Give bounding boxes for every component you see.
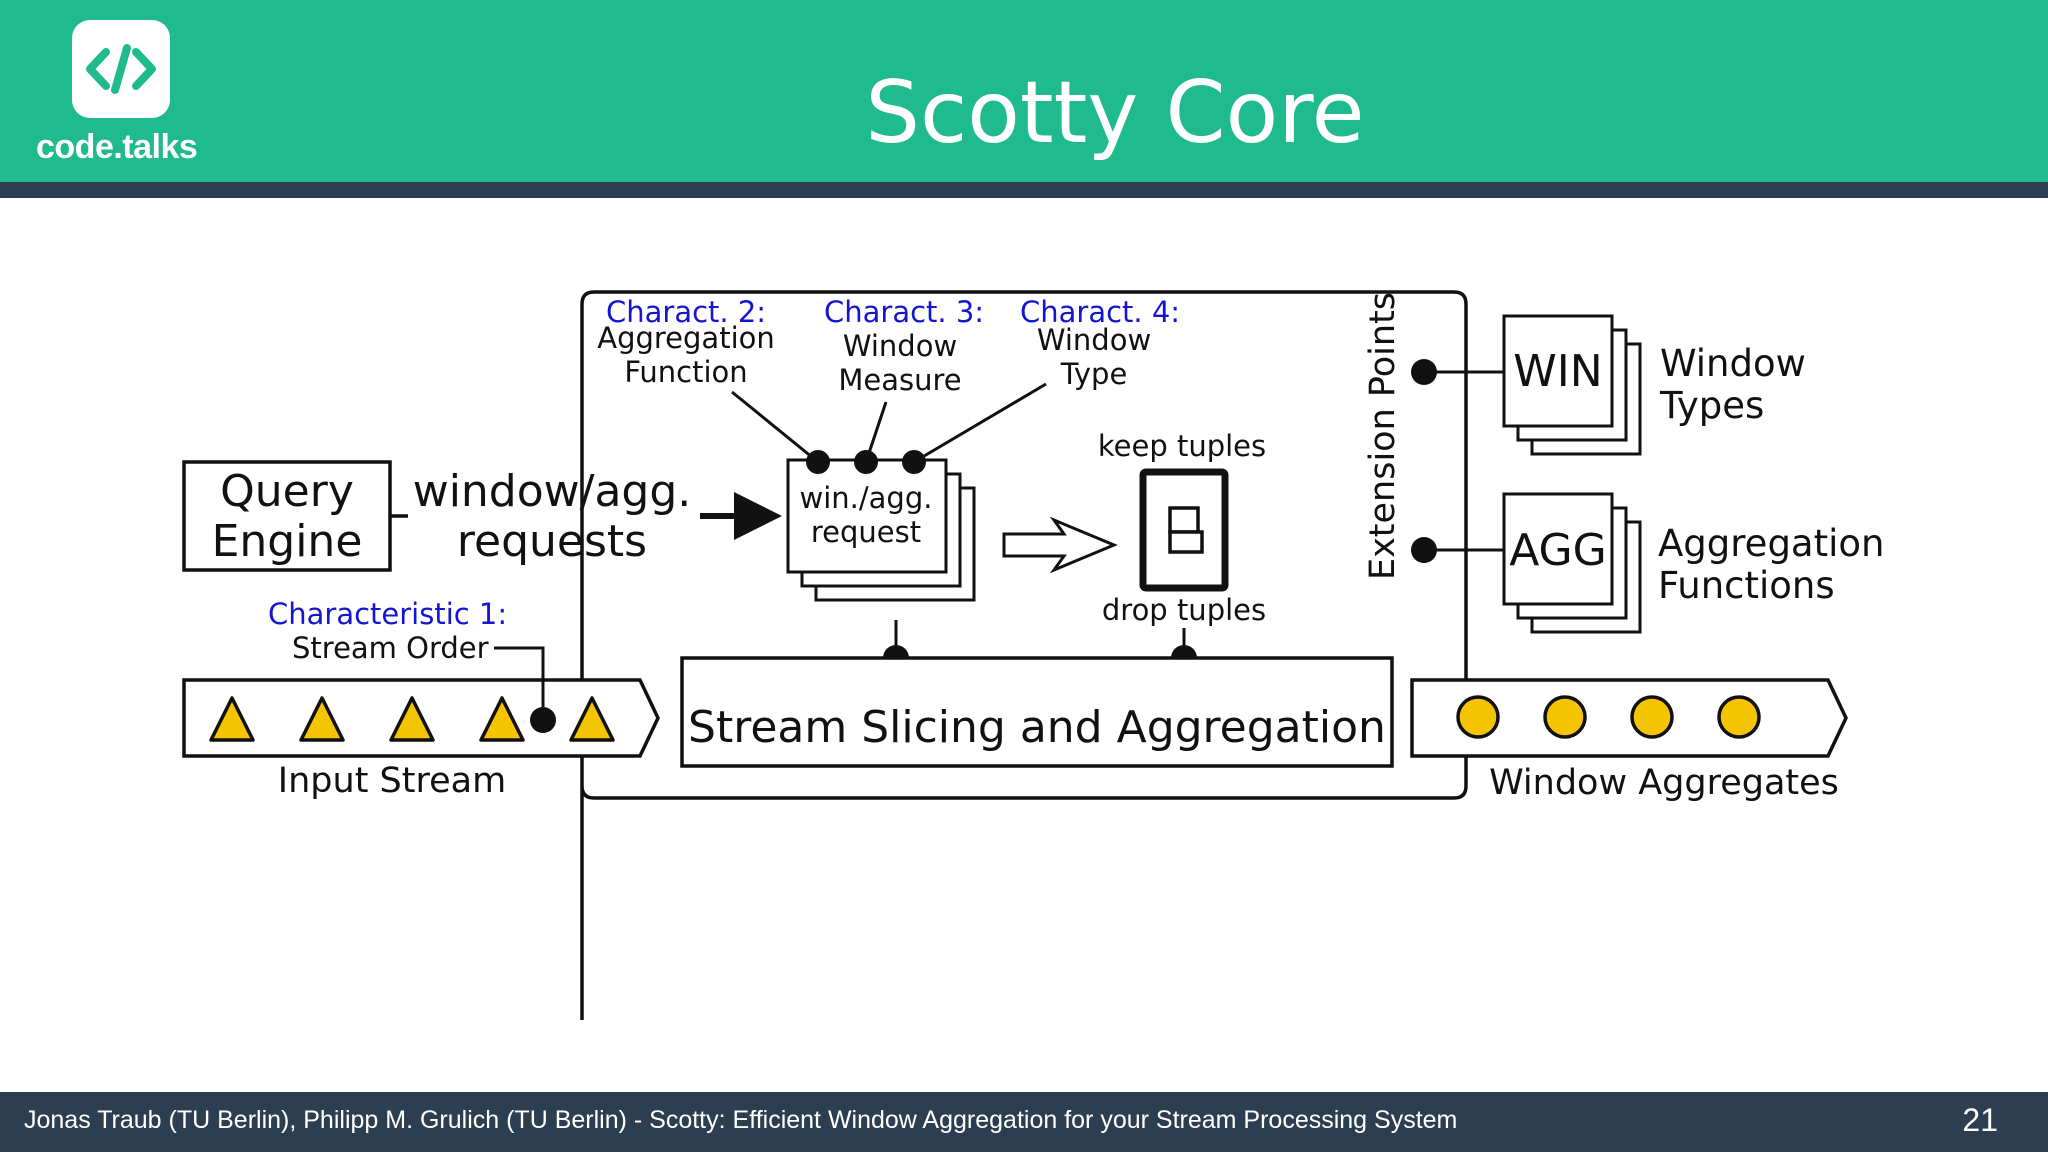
keep-tuples-label: keep tuples bbox=[1098, 429, 1266, 463]
window-aggregate-group bbox=[1456, 695, 1761, 739]
charact-4-line-2: Type bbox=[1060, 357, 1128, 391]
charact-3-line-2: Measure bbox=[838, 363, 961, 397]
charact-4-line-1: Window bbox=[1037, 323, 1151, 357]
window-aggregate-circle bbox=[1630, 695, 1674, 739]
extension-points-label: Extension Points bbox=[1363, 292, 1403, 580]
request-doc-front bbox=[786, 458, 948, 574]
window-types-line-2: Types bbox=[1659, 384, 1764, 427]
charact-2-line-2: Function bbox=[624, 355, 747, 389]
window-types-line-1: Window bbox=[1660, 342, 1806, 385]
request-doc-line-2: request bbox=[811, 515, 921, 549]
drop-tuples-label: drop tuples bbox=[1102, 593, 1266, 627]
win-stack-front bbox=[1502, 314, 1614, 428]
charact-3-line-1: Window bbox=[843, 329, 957, 363]
characteristic-1-line: Stream Order bbox=[292, 631, 489, 665]
logo-text: code.talks bbox=[36, 128, 198, 166]
query-engine-line-1: Query bbox=[220, 466, 354, 517]
scotty-architecture-diagram: Query Engine window/agg. requests win./a… bbox=[182, 290, 1884, 1020]
input-tuple-triangle bbox=[479, 696, 525, 742]
hollow-arrow bbox=[1002, 516, 1118, 574]
toggle-switch-icon bbox=[1139, 468, 1229, 592]
agg-extension-dot bbox=[1411, 537, 1437, 563]
stream-order-dot bbox=[530, 707, 556, 733]
input-tuple-triangle bbox=[209, 696, 255, 742]
page-number: 21 bbox=[1962, 1102, 1998, 1138]
agg-label: AGG bbox=[1509, 525, 1607, 576]
query-engine-line-2: Engine bbox=[212, 516, 363, 567]
characteristic-1-title: Characteristic 1: bbox=[268, 597, 507, 631]
win-extension-dot bbox=[1411, 359, 1437, 385]
charact-4-pointer bbox=[913, 382, 1047, 464]
header-rule bbox=[0, 182, 2048, 198]
requests-label-line-1: window/agg. bbox=[413, 466, 692, 517]
window-aggregate-circle bbox=[1456, 695, 1500, 739]
charact-2-line-1: Aggregation bbox=[597, 321, 775, 355]
stream-slicing-box bbox=[680, 656, 1394, 768]
input-tuple-triangle bbox=[299, 696, 345, 742]
charact-3-title: Charact. 3: bbox=[824, 295, 984, 329]
request-doc-line-1: win./agg. bbox=[800, 481, 933, 515]
charact-2-pointer bbox=[731, 390, 819, 464]
window-aggregate-circle bbox=[1717, 695, 1761, 739]
footer-bar: Jonas Traub (TU Berlin), Philipp M. Grul… bbox=[0, 1092, 2048, 1152]
slide-title: Scotty Core bbox=[865, 63, 1365, 163]
input-stream-label: Input Stream bbox=[278, 761, 506, 801]
charact-3-dot bbox=[854, 450, 878, 474]
aggregation-functions-line-1: Aggregation bbox=[1658, 522, 1884, 565]
footer-citation: Jonas Traub (TU Berlin), Philipp M. Grul… bbox=[24, 1106, 1458, 1134]
charact-4-dot bbox=[902, 450, 926, 474]
input-tuple-triangle bbox=[389, 696, 435, 742]
stream-slicing-label: Stream Slicing and Aggregation bbox=[688, 702, 1386, 753]
requests-label-line-2: requests bbox=[457, 516, 647, 567]
input-tuple-group bbox=[209, 696, 615, 742]
window-aggregates-label: Window Aggregates bbox=[1489, 763, 1839, 803]
win-label: WIN bbox=[1513, 346, 1602, 397]
aggregation-functions-line-2: Functions bbox=[1658, 564, 1835, 607]
agg-stack-front bbox=[1502, 492, 1614, 606]
charact-2-title: Charact. 2: bbox=[606, 295, 766, 329]
code-brackets-icon bbox=[72, 20, 170, 118]
scotty-core-boundary bbox=[580, 290, 1468, 1020]
stream-order-pointer bbox=[494, 646, 545, 720]
charact-4-title: Charact. 4: bbox=[1020, 295, 1180, 329]
charact-2-dot bbox=[806, 450, 830, 474]
header-bar bbox=[0, 0, 2048, 182]
input-tuple-triangle bbox=[569, 696, 615, 742]
window-aggregate-circle bbox=[1543, 695, 1587, 739]
